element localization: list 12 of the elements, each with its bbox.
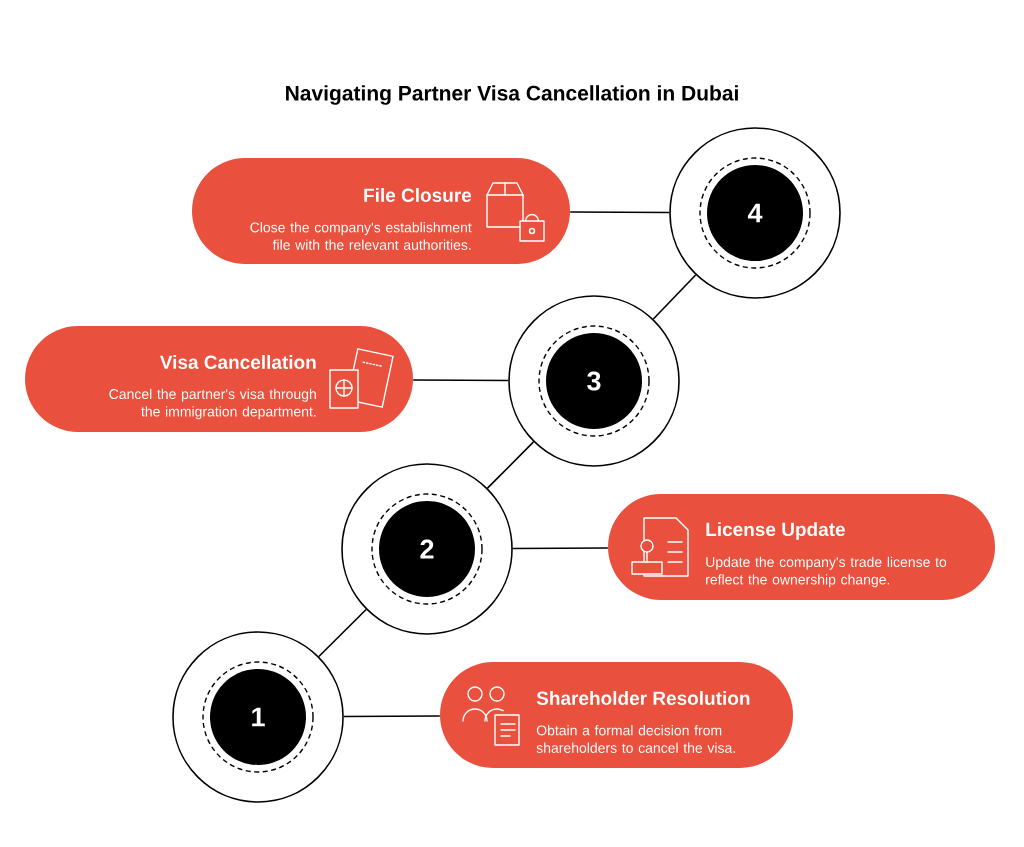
connector-line <box>412 379 509 382</box>
connector-line <box>343 715 441 718</box>
connector-line <box>486 441 535 489</box>
connector-line <box>569 211 670 214</box>
title: Navigating Partner Visa Cancellation in Dubai <box>286 85 738 105</box>
step-pill: Visa Cancellation Cancel the partner's visa through the immigration department. <box>25 326 413 432</box>
connector-line <box>512 547 609 550</box>
connector-line <box>318 608 367 658</box>
connector-line <box>652 274 697 320</box>
step-pill: File Closure Close the company's establishment file with the relevant authorities. <box>192 158 570 264</box>
step-pill: License Update Update the company's trade license to reflect the ownership change. <box>608 494 995 600</box>
step-pill: Shareholder Resolution Obtain a formal decision from shareholders to cancel the visa. <box>440 662 793 768</box>
